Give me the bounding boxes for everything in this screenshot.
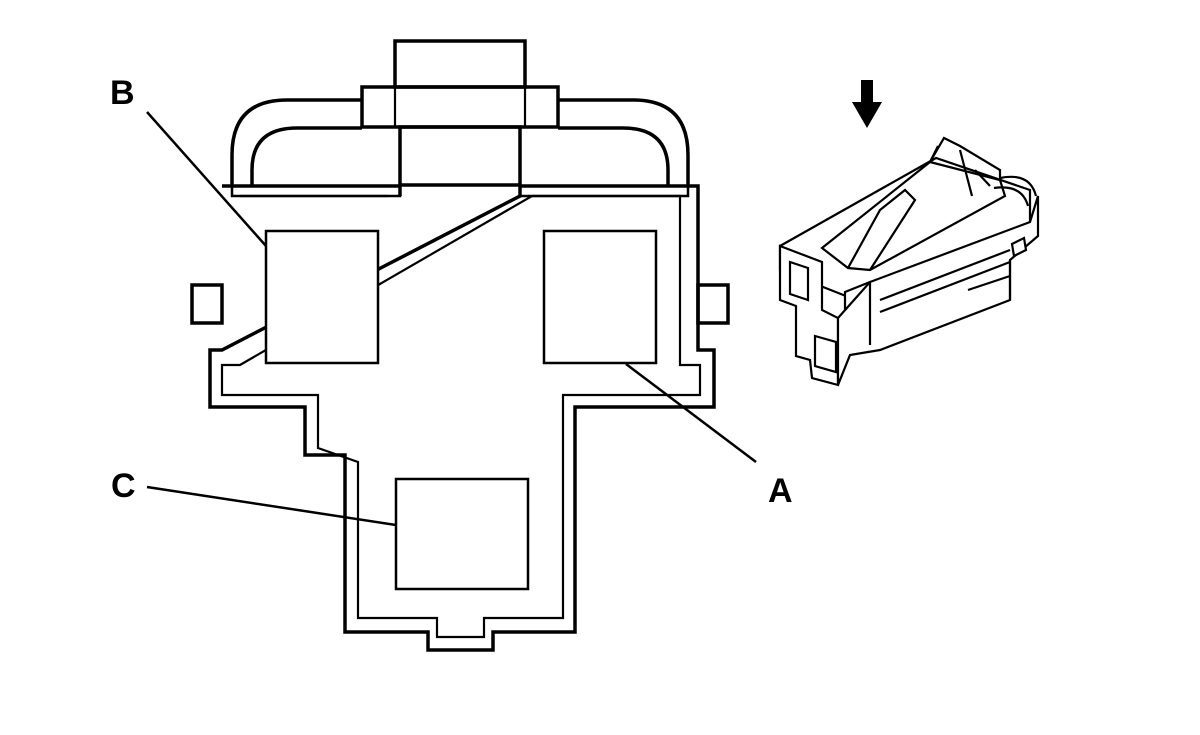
housing-body xyxy=(208,184,716,652)
leader-c xyxy=(146,485,397,527)
callout-a: A xyxy=(768,472,793,510)
housing-inner xyxy=(220,194,702,639)
cavity-b xyxy=(264,229,380,365)
top-latch xyxy=(360,39,560,187)
callout-c: C xyxy=(111,467,136,505)
left-side-tab xyxy=(190,283,224,325)
connector-isometric-view xyxy=(778,136,1040,387)
right-side-tab xyxy=(696,283,730,325)
outer-arch xyxy=(230,98,690,186)
leader-a xyxy=(625,363,757,463)
cavity-a xyxy=(542,229,658,365)
inner-arch xyxy=(250,126,670,186)
down-arrow-icon xyxy=(852,80,882,128)
leader-b xyxy=(146,111,267,247)
callout-b: B xyxy=(110,74,135,112)
cavity-c xyxy=(394,477,530,591)
connector-face-view xyxy=(190,39,730,652)
